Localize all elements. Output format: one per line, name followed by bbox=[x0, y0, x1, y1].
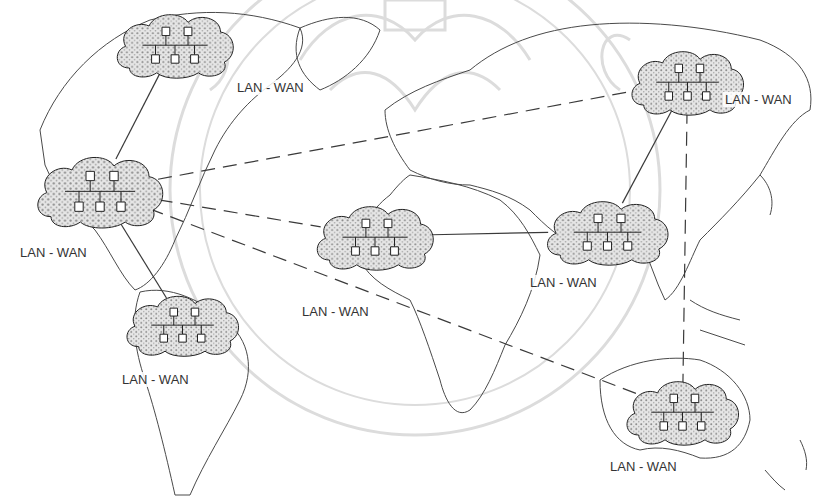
network-label: LAN - WAN bbox=[723, 92, 794, 107]
network-label: LAN - WAN bbox=[528, 275, 599, 290]
lan-bus-symbol bbox=[656, 64, 719, 100]
network-label: LAN - WAN bbox=[18, 245, 89, 260]
network-cloud: LAN - WAN bbox=[120, 290, 245, 358]
network-cloud: LAN - WAN bbox=[540, 195, 675, 267]
lan-bus-symbol bbox=[574, 214, 642, 250]
cloud-shape bbox=[120, 290, 245, 358]
network-link bbox=[683, 110, 687, 382]
cloud-shape bbox=[30, 150, 170, 230]
network-label: LAN - WAN bbox=[608, 459, 679, 474]
network-link bbox=[159, 200, 321, 227]
lan-bus-symbol bbox=[65, 171, 135, 211]
network-cloud: LAN - WAN bbox=[30, 150, 170, 230]
network-label: LAN - WAN bbox=[120, 372, 191, 387]
lan-bus-symbol bbox=[143, 27, 208, 63]
network-link bbox=[432, 232, 548, 234]
cloud-shape bbox=[110, 8, 240, 80]
network-link bbox=[119, 220, 167, 298]
lan-bus-symbol bbox=[651, 394, 714, 430]
cloud-shape bbox=[540, 195, 675, 267]
continent-outlines bbox=[40, 12, 811, 495]
lan-bus-symbol bbox=[151, 308, 214, 342]
network-label: LAN - WAN bbox=[235, 80, 306, 95]
network-cloud: LAN - WAN bbox=[620, 375, 745, 447]
network-cloud: LAN - WAN bbox=[310, 200, 440, 272]
network-link bbox=[158, 91, 636, 180]
lan-bus-symbol bbox=[343, 219, 408, 255]
network-link bbox=[622, 109, 672, 203]
network-label: LAN - WAN bbox=[300, 304, 371, 319]
cloud-shape bbox=[310, 200, 440, 272]
network-cloud: LAN - WAN bbox=[625, 45, 750, 117]
network-link bbox=[116, 72, 161, 159]
cloud-shape bbox=[620, 375, 745, 447]
network-cloud: LAN - WAN bbox=[110, 8, 240, 80]
